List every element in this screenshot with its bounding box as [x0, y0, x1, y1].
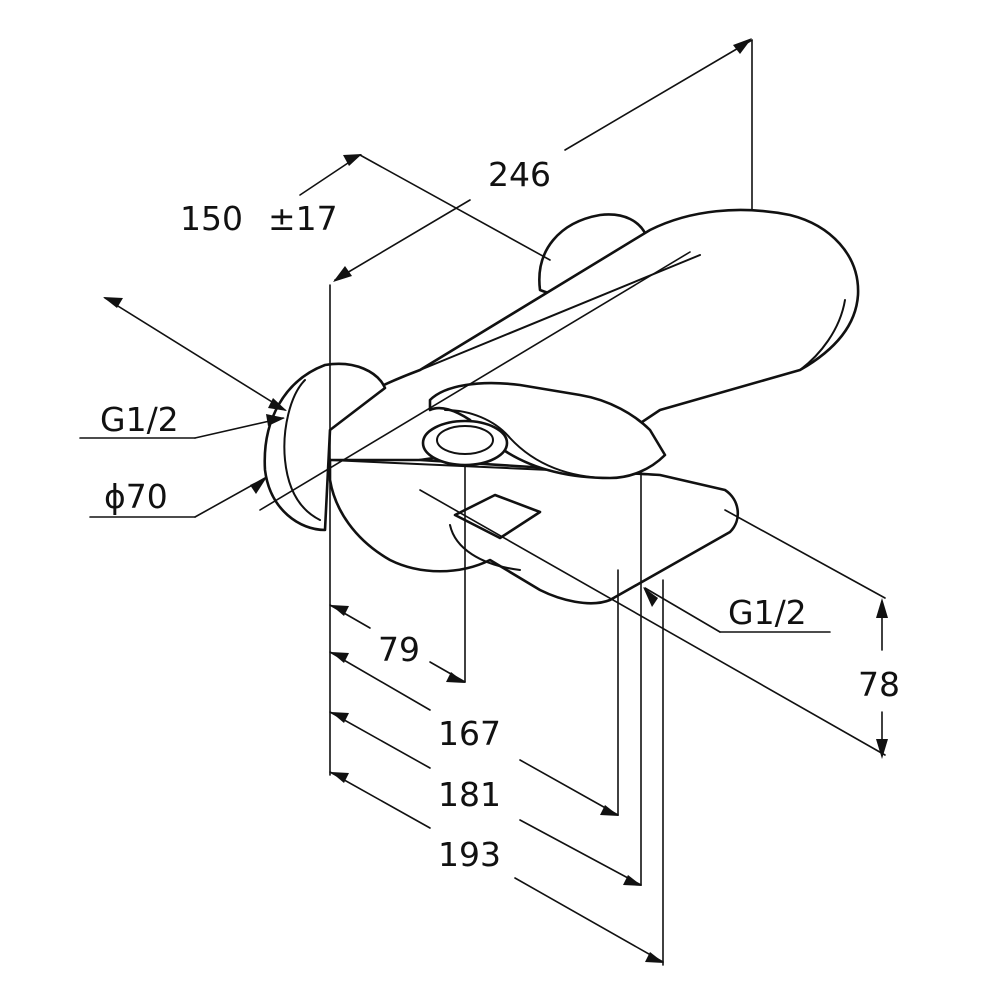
arrowhead-icon	[600, 805, 619, 816]
thread-g12-right-label: G1/2	[728, 593, 807, 632]
dimension-lines	[79, 39, 883, 963]
diverter-knob-inner	[436, 425, 494, 455]
spout-slot-front	[449, 524, 521, 571]
dim-150-line-a	[104, 297, 286, 411]
dimension-181-label: 181	[438, 775, 501, 814]
dim-181-line-b	[519, 819, 642, 886]
arrowhead-icon	[876, 598, 888, 618]
arrowhead-icon	[623, 875, 642, 886]
g12-right-leader-a	[644, 587, 721, 633]
dim-246-line-b	[564, 39, 753, 151]
arrowhead-icon	[331, 712, 349, 723]
arrowhead-icon	[331, 652, 349, 663]
body-edge-right	[799, 299, 846, 371]
diameter-70-label: ϕ70	[104, 477, 168, 516]
dim-246-line-a	[334, 199, 471, 281]
dimension-tolerance-label: ±17	[268, 199, 338, 238]
arrowhead-icon	[268, 398, 287, 411]
arrowhead-icon	[645, 952, 664, 963]
ext-line-78-top	[724, 509, 886, 599]
arrowhead-icon	[343, 154, 362, 166]
dimension-193-label: 193	[438, 835, 501, 874]
arrowhead-icon	[331, 605, 349, 616]
ext-line-78-bottom	[419, 489, 886, 756]
arrowhead-icon	[446, 672, 465, 683]
arrowhead-icon	[266, 414, 285, 426]
diverter-knob	[421, 419, 509, 467]
thread-g12-left-label: G1/2	[100, 400, 179, 439]
dim-167-line-a	[329, 651, 431, 711]
lever-underside	[444, 409, 611, 479]
dim-193-line-b	[514, 877, 664, 963]
front-rosette-rim	[283, 379, 321, 521]
dimension-78-label: 78	[858, 665, 900, 704]
mixer-body	[263, 208, 860, 605]
spout-slot	[453, 493, 542, 540]
arrowhead-icon	[331, 772, 349, 783]
dim-181-line-a	[329, 711, 431, 769]
arrowhead-icon	[333, 266, 352, 282]
dim-167-line-b	[519, 759, 619, 816]
dimension-167-label: 167	[438, 714, 501, 753]
ext-line-center	[259, 251, 691, 511]
dimension-79-label: 79	[378, 630, 420, 669]
arrowhead-icon	[733, 38, 752, 54]
arrowhead-icon	[103, 297, 123, 308]
arrowhead-icon	[876, 739, 888, 759]
dimension-246-label: 246	[488, 155, 551, 194]
arrowheads	[103, 38, 888, 963]
dimension-150-label: 150	[180, 199, 243, 238]
spout-body	[328, 458, 739, 605]
dim-150-line-b	[359, 154, 551, 261]
dim-193-line-a	[329, 771, 431, 829]
arrowhead-icon	[250, 477, 267, 494]
arrowhead-icon	[643, 587, 658, 607]
extension-lines	[259, 39, 886, 966]
